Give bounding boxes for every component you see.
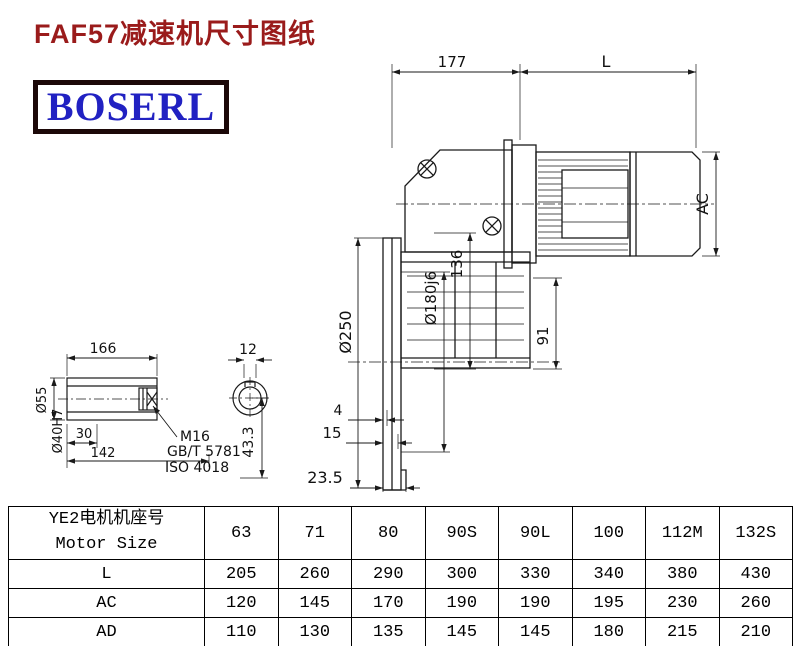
size-col-4: 90L bbox=[498, 506, 573, 560]
table-cell: 340 bbox=[571, 559, 646, 589]
dimension-labels: 177 L AC Ø250 Ø180j6 136 91 4 15 23.5 43… bbox=[35, 52, 712, 487]
size-col-6: 112M bbox=[645, 506, 720, 560]
table-row-AC: AC 120 145 170 190 190 195 230 260 bbox=[8, 588, 793, 618]
table-cell: 110 bbox=[204, 617, 279, 646]
dim-label-177: 177 bbox=[438, 53, 467, 71]
shaft-end-bolt bbox=[138, 387, 158, 411]
note-label-gbt: GB/T 5781 bbox=[167, 444, 241, 460]
row-label-AC: AC bbox=[8, 588, 205, 618]
table-cell: 190 bbox=[498, 588, 573, 618]
gearbox-main-housing bbox=[400, 251, 531, 369]
table-cell: 190 bbox=[424, 588, 499, 618]
dim-label-91: 91 bbox=[534, 326, 552, 345]
motor-size-label-cn: YE2电机机座号 bbox=[48, 510, 165, 530]
dim-label-43-3: 43.3 bbox=[241, 426, 257, 457]
dim-label-L: L bbox=[602, 52, 611, 71]
shaft-detail bbox=[58, 377, 271, 421]
table-cell: 180 bbox=[571, 617, 646, 646]
table-cell: 120 bbox=[204, 588, 279, 618]
dim-label-d55: Ø55 bbox=[35, 387, 50, 414]
motor-size-table: YE2电机机座号 Motor Size 63 71 80 90S 90L 100… bbox=[8, 506, 793, 646]
motor-size-label-en: Motor Size bbox=[55, 535, 158, 554]
table-cell: 215 bbox=[645, 617, 720, 646]
table-cell: 210 bbox=[718, 617, 793, 646]
dim-label-142: 142 bbox=[91, 446, 116, 461]
table-cell: 205 bbox=[204, 559, 279, 589]
technical-drawing: 177 L AC Ø250 Ø180j6 136 91 4 15 23.5 43… bbox=[35, 52, 720, 492]
table-cell: 330 bbox=[498, 559, 573, 589]
gearbox-upper-housing bbox=[404, 149, 513, 253]
dim-label-12: 12 bbox=[239, 342, 257, 358]
note-label-iso: ISO 4018 bbox=[165, 460, 229, 476]
gearbox-assembly bbox=[348, 139, 714, 491]
table-row-AD: AD 110 130 135 145 145 180 215 210 bbox=[8, 617, 793, 646]
dim-label-136: 136 bbox=[448, 250, 466, 279]
size-col-3: 90S bbox=[424, 506, 499, 560]
size-col-5: 100 bbox=[571, 506, 646, 560]
dim-label-15: 15 bbox=[322, 424, 341, 442]
table-cell: 260 bbox=[277, 559, 352, 589]
table-cell: 230 bbox=[645, 588, 720, 618]
brand-logo: BOSERL bbox=[33, 80, 229, 134]
table-cell: 430 bbox=[718, 559, 793, 589]
note-label-m16: M16 bbox=[180, 429, 210, 445]
size-col-0: 63 bbox=[204, 506, 279, 560]
size-col-1: 71 bbox=[277, 506, 352, 560]
brand-logo-text: BOSERL bbox=[46, 84, 216, 129]
dim-label-d250: Ø250 bbox=[336, 310, 355, 353]
size-col-7: 132S bbox=[718, 506, 793, 560]
table-cell: 195 bbox=[571, 588, 646, 618]
table-cell: 300 bbox=[424, 559, 499, 589]
table-cell: 170 bbox=[351, 588, 426, 618]
dim-label-d180: Ø180j6 bbox=[422, 271, 440, 325]
table-cell: 135 bbox=[351, 617, 426, 646]
table-cell: 130 bbox=[277, 617, 352, 646]
dim-label-23-5: 23.5 bbox=[307, 468, 343, 487]
dim-label-30: 30 bbox=[76, 427, 93, 442]
dimension-lines bbox=[50, 64, 720, 492]
dim-label-4: 4 bbox=[334, 403, 343, 419]
table-row-L: L 205 260 290 300 330 340 380 430 bbox=[8, 559, 793, 589]
table-header-row: YE2电机机座号 Motor Size 63 71 80 90S 90L 100… bbox=[8, 506, 793, 560]
dim-label-d40: Ø40H7 bbox=[51, 409, 66, 454]
table-cell: 260 bbox=[718, 588, 793, 618]
size-col-2: 80 bbox=[351, 506, 426, 560]
row-label-L: L bbox=[8, 559, 205, 589]
table-cell: 145 bbox=[498, 617, 573, 646]
table-cell: 290 bbox=[351, 559, 426, 589]
page-title: FAF57减速机尺寸图纸 bbox=[34, 19, 317, 49]
row-label-AD: AD bbox=[8, 617, 205, 646]
table-cell: 380 bbox=[645, 559, 720, 589]
table-cell: 145 bbox=[277, 588, 352, 618]
motor-size-header-cell: YE2电机机座号 Motor Size bbox=[8, 506, 205, 560]
dim-label-166: 166 bbox=[90, 341, 117, 357]
table-cell: 145 bbox=[424, 617, 499, 646]
dim-label-AC: AC bbox=[693, 193, 712, 215]
